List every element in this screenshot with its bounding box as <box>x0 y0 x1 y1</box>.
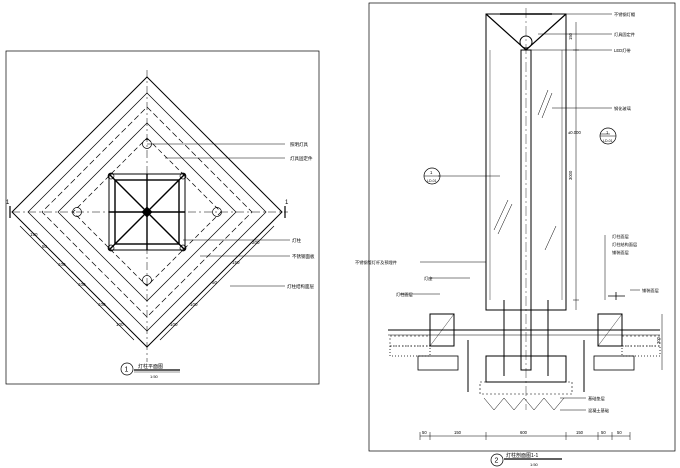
glass-reflection-4 <box>497 203 513 235</box>
plan-dim-line-left <box>19 225 135 341</box>
section-callout-top-2: 灯具固定件 <box>614 31 635 38</box>
plan-texts: 1 1 照明灯具 灯具固定件 灯柱 不锈钢面板 灯柱结构面层 150 50 10… <box>6 141 315 379</box>
plan-dim-right-3: 50 <box>212 280 218 285</box>
section-bubble-right-top: 1 <box>606 130 609 135</box>
plan-drawing <box>5 50 320 385</box>
gravel-layer-left <box>389 345 431 357</box>
section-callout-top-4: 钢化玻璃 <box>614 105 631 112</box>
section-dim-bottom-6: 50 <box>617 430 622 435</box>
plan-circle-bl <box>107 244 115 252</box>
paving-layer-left <box>389 335 431 347</box>
plan-circle-tr <box>179 172 187 180</box>
section-title-bubble <box>490 453 504 467</box>
plan-diamond-2 <box>27 92 267 332</box>
section-bubble-right-bottom: LD-01 <box>603 139 613 143</box>
plan-circle-right <box>212 207 222 217</box>
section-title-number: 2 <box>495 458 499 465</box>
section-scale: 1:50 <box>530 462 539 467</box>
foundation-cushion <box>479 381 573 395</box>
plan-dim-right-2: 100 <box>190 302 198 307</box>
plan-frame <box>5 50 320 385</box>
gravel-layer-right <box>621 345 661 357</box>
plan-dim-right-1: 100 <box>170 322 178 327</box>
plan-dim-left-3: 100 <box>58 262 66 267</box>
plan-dim-left-2: 50 <box>42 244 48 249</box>
section-callout-top-3: LED灯带 <box>614 47 631 54</box>
plan-circle-tl <box>107 172 115 180</box>
plan-diamond-5 <box>72 137 222 287</box>
foundation-footing-left <box>417 355 459 371</box>
plan-dim-line-right <box>159 225 275 341</box>
section-callout-right-base: 铺装面层 <box>642 287 659 294</box>
plan-callout-2: 灯具固定件 <box>290 155 313 162</box>
plan-dim-left-4: 100 <box>78 282 86 287</box>
paving-layer-right <box>621 335 661 347</box>
glass-reflection-3 <box>493 199 509 231</box>
section-dim-bottom-5: 50 <box>601 430 606 435</box>
section-callout-left-2: 灯座 <box>424 275 432 282</box>
plan-callout-4: 不锈钢面板 <box>292 253 315 260</box>
plan-dim-left-5: 100 <box>98 302 106 307</box>
plan-title-number: 1 <box>125 367 129 374</box>
soil-hatch <box>483 397 565 411</box>
plan-callout-3: 灯柱 <box>292 237 301 244</box>
glass-reflection-1 <box>537 89 549 116</box>
section-bubble-left-top: 1 <box>430 170 433 175</box>
plan-dim-right-4: 150 <box>232 260 240 265</box>
section-dim-height: 3000 <box>568 170 573 180</box>
plan-circle-bottom <box>142 275 152 285</box>
section-callout-bottom-1: 基础垫层 <box>588 395 605 402</box>
section-dim-bottom-3: 600 <box>520 430 528 435</box>
section-drawing <box>368 2 676 467</box>
section-callout-mid-3: 铺装面层 <box>612 249 629 256</box>
plan-scale: 1:50 <box>150 374 159 379</box>
section-dim-bottom-2: 150 <box>454 430 462 435</box>
plan-circle-left <box>72 207 82 217</box>
plan-center-post <box>141 206 153 218</box>
section-dim-bottom-1: 50 <box>422 430 427 435</box>
plan-diamond-4 <box>57 122 237 302</box>
section-texts: 不锈钢灯帽 灯具固定件 LED灯带 钢化玻璃 灯柱面层 灯柱结构面层 铺装面层 … <box>355 11 661 467</box>
plan-dim-left-1: 150 <box>30 232 38 237</box>
plan-section-label-left: 1 <box>6 200 10 206</box>
section-callout-mid-2: 灯柱结构面层 <box>612 241 637 248</box>
section-callout-top-1: 不锈钢灯帽 <box>614 11 635 18</box>
section-callout-bottom-2: 混凝土基础 <box>588 407 609 414</box>
plan-dim-right-5: 200 <box>252 240 260 245</box>
foundation-footing-right <box>593 355 635 371</box>
section-title: 灯柱剖面图1-1 <box>506 452 538 459</box>
section-callout-left-3: 灯柱面层 <box>396 291 413 298</box>
glass-reflection-2 <box>541 92 553 119</box>
plan-title: 灯柱平面图 <box>138 363 163 370</box>
section-frame <box>368 2 676 452</box>
plan-dim-left-6: 100 <box>116 322 124 327</box>
plan-section-label-right: 1 <box>285 200 289 206</box>
plan-circle-br <box>179 244 187 252</box>
plan-title-bubble <box>120 362 134 376</box>
plan-callout-5: 灯柱结构面层 <box>287 283 314 290</box>
section-dim-base-height: 300 <box>656 336 661 344</box>
section-callout-mid-1: 灯柱面层 <box>612 233 629 240</box>
section-callout-left-1: 不锈钢管灯杆及预埋件 <box>355 259 397 266</box>
plan-callout-1: 照明灯具 <box>290 141 308 148</box>
section-dim-top: 150 <box>568 32 573 40</box>
section-level-mark: ±0.000 <box>568 130 581 135</box>
section-dim-bottom-4: 150 <box>576 430 584 435</box>
glass-reflection-5 <box>544 225 557 251</box>
plan-outer-diamond <box>11 76 283 348</box>
section-bubble-left-bottom: LD-01 <box>427 179 437 183</box>
